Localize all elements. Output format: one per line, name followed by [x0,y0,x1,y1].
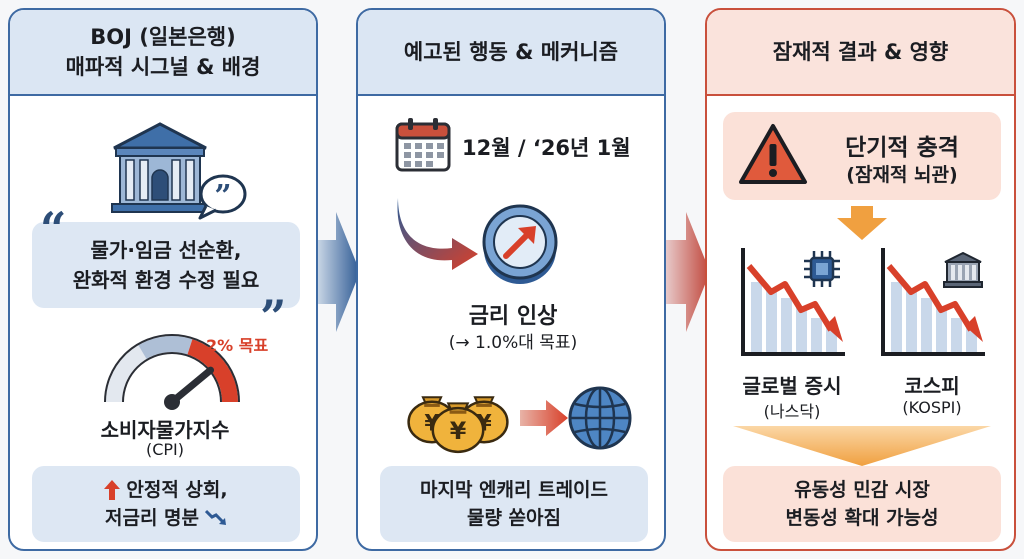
chip-icon [804,251,840,287]
chart-bar [921,298,932,352]
panel-header: 잠재적 결과 & 영향 [707,10,1014,96]
down-flow-arrow-wide [733,426,991,466]
panel-title-line2: 매파적 시그널 & 배경 [65,55,261,79]
chart-bar [766,290,777,352]
yen-symbol: ¥ [450,417,467,445]
chart1-sub: (나스닥) [763,402,821,421]
chart-axes [881,248,985,356]
gauge-segment [187,339,238,403]
globe-icon [568,386,632,450]
chart-bar [936,306,947,352]
chart-bar [781,298,792,352]
warning-icon [739,124,807,184]
panel-title-line1: BOJ (일본은행) [90,25,236,49]
date-text: 12월 / ‘26년 1월 [462,136,631,160]
chart-bar [796,306,807,352]
chart-bar [891,282,902,352]
panel-title: 예고된 행동 & 메커니즘 [403,40,619,64]
flow-arrow-2 [664,212,710,332]
chart-bar [811,318,822,352]
cpi-label: 소비자물가지수 [100,418,230,442]
chart-trend-line [746,264,834,332]
bottom-line2-row: 저금리 명분 [105,504,227,532]
quote-close-icon: ” [260,290,287,344]
rate-label: 금리 인상 [468,304,558,329]
chart-trend-arrowhead [965,316,983,342]
coin-up-icon [482,204,558,284]
bottom-box: 유동성 민감 시장 변동성 확대 가능성 [723,466,1001,542]
gauge-segment [106,345,147,403]
shock-sub: (잠재적 뇌관) [846,164,958,186]
gauge-target-label: 2% 목표 [206,336,269,355]
chart2-label: 코스피 [904,374,960,398]
panel-title: 잠재적 결과 & 영향 [772,40,949,64]
money-bag: ¥ [431,402,485,454]
quote-box: 물가·임금 선순환, 완화적 환경 수정 필요 [32,222,300,308]
declining-chart-icon [741,248,845,356]
bottom-box: 안정적 상회, 저금리 명분 [32,466,300,542]
bottom-line1: 유동성 민감 시장 [794,479,930,501]
bottom-line2: 변동성 확대 가능성 [785,507,939,529]
chart-trend-line [886,264,974,332]
chart-bar [951,318,962,352]
money-bags-icon: ¥¥¥ [407,396,509,454]
quote-line1: 물가·임금 선순환, [90,238,242,262]
quote-line2: 완화적 환경 수정 필요 [72,268,260,292]
chart2-sub: (KOSPI) [902,398,962,417]
bank-icon [111,122,209,213]
chart-bar [966,326,977,352]
speech-bubble-icon: ” [198,174,247,220]
gauge-segment [138,336,193,360]
chart-bar [826,326,837,352]
panel-potential-impact: 잠재적 결과 & 영향 단기적 충격 (잠재적 뇌관) 글로벌 증시 (나스닥) [705,8,1016,551]
bottom-line1-row: 안정적 상회, [104,476,228,504]
bottom-line2: 물량 쏟아짐 [466,507,561,529]
panel-header: BOJ (일본은행) 매파적 시그널 & 배경 [10,10,316,96]
flow-right-arrow [520,400,568,436]
bank-small-icon [943,252,983,288]
panel-header: 예고된 행동 & 메커니즘 [358,10,664,96]
declining-chart-icon [881,248,985,356]
calendar-icon [395,118,451,172]
gauge-icon [104,334,240,410]
chart-bar [906,290,917,352]
chart1-label: 글로벌 증시 [742,374,842,398]
bottom-line1: 마지막 엔캐리 트레이드 [419,479,609,501]
rate-sub: (→ 1.0%대 목표) [448,333,578,353]
chart-axes [741,248,845,356]
panel-action-mechanism: 예고된 행동 & 메커니즘 12월 / ‘26년 1월 금리 인상 (→ 1.0… [356,8,666,551]
panel-boj-signal: BOJ (일본은행) 매파적 시그널 & 배경 ” 물가·임금 선순환, 완화적… [8,8,318,551]
quote-open-icon: “ [40,202,67,256]
down-flow-arrow [837,206,887,240]
bottom-line1: 안정적 상회, [126,479,228,501]
flow-arrow-1 [316,212,360,332]
svg-text:”: ” [214,179,231,214]
chart-bar [751,282,762,352]
down-arrow-icon [205,509,226,525]
chart-trend-arrowhead [825,316,843,342]
bottom-box: 마지막 엔캐리 트레이드 물량 쏟아짐 [380,466,648,542]
cpi-sub: (CPI) [145,440,185,459]
curved-arrow-icon [397,198,478,270]
up-arrow-icon [104,480,121,500]
shock-title: 단기적 충격 [845,135,959,161]
bottom-line2: 저금리 명분 [104,507,199,529]
